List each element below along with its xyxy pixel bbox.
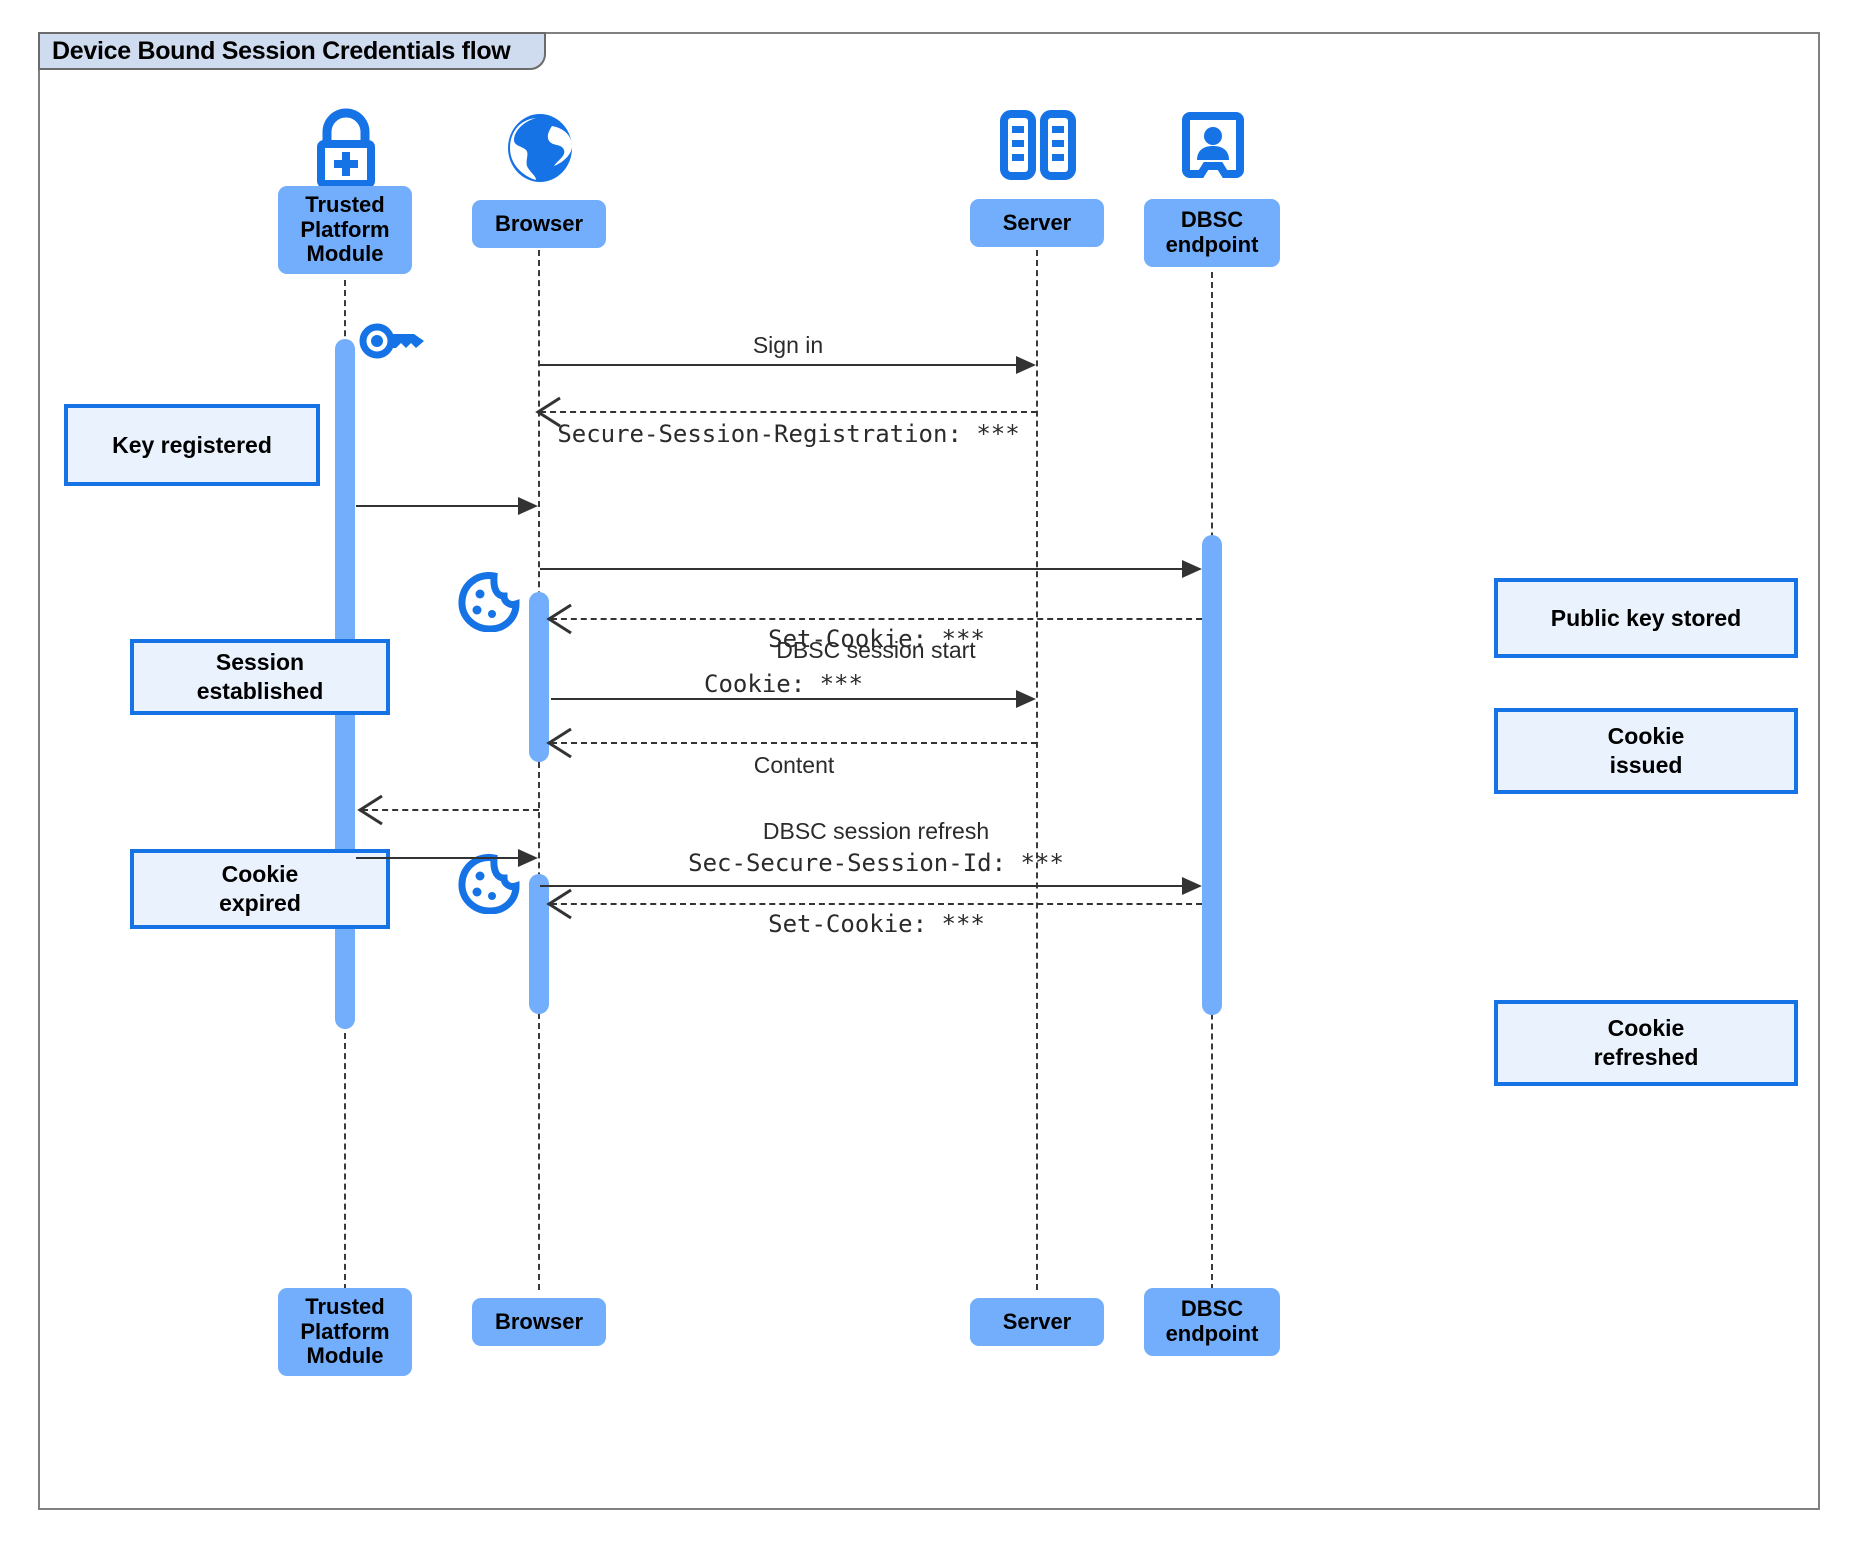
participant-footer-server-label: Server xyxy=(1002,1308,1072,1334)
message-line-content xyxy=(551,742,1037,744)
message-label-dbsc-session-start: DBSC session start xyxy=(776,637,976,663)
participant-server[interactable]: Server xyxy=(970,199,1104,247)
participant-browser-label: Browser xyxy=(494,210,584,236)
message-label-sign-in: Sign in xyxy=(752,332,824,358)
message-line-set-cookie-1 xyxy=(551,618,1202,620)
message-line-dbsc-session-refresh xyxy=(540,885,1200,887)
globe-icon xyxy=(502,112,578,189)
message-label-content: Content xyxy=(753,752,835,778)
arrowhead-browser-to-tpm xyxy=(357,794,383,826)
message-label-sec-secure-session-id: Sec-Secure-Session-Id: *** xyxy=(688,849,1064,877)
message-line-cookie xyxy=(551,698,1016,700)
key-icon xyxy=(358,320,430,367)
arrowhead-cookie xyxy=(1016,690,1036,708)
message-label-cookie: Cookie: *** xyxy=(704,670,863,698)
message-line-tpm-to-browser xyxy=(356,505,522,507)
participant-browser[interactable]: Browser xyxy=(472,200,606,248)
message-label-set-cookie-2: Set-Cookie: *** xyxy=(768,910,985,938)
note-public-key-stored-label: Public key stored xyxy=(1550,604,1742,631)
note-key-registered-label: Key registered xyxy=(112,431,272,458)
activation-bar-browser-2 xyxy=(529,874,549,1014)
diagram-title: Device Bound Session Credentials flow xyxy=(38,32,547,70)
participant-footer-browser[interactable]: Browser xyxy=(472,1298,606,1346)
message-line-set-cookie-2 xyxy=(551,903,1202,905)
note-key-registered: Key registered xyxy=(64,404,320,486)
lifeline-server xyxy=(1036,250,1038,1290)
cookie-icon xyxy=(458,854,520,919)
arrowhead-secure-session-registration xyxy=(535,396,561,428)
arrowhead-set-cookie-1 xyxy=(546,603,572,635)
arrowhead-set-cookie-2 xyxy=(546,888,572,920)
server-racks-icon xyxy=(998,110,1078,187)
participant-server-label: Server xyxy=(1002,209,1072,235)
message-label-secure-session-registration: Secure-Session-Registration: *** xyxy=(557,420,1020,448)
participant-footer-browser-label: Browser xyxy=(494,1308,584,1334)
participant-footer-server[interactable]: Server xyxy=(970,1298,1104,1346)
arrowhead-dbsc-session-start xyxy=(1182,560,1202,578)
activation-bar-browser-1 xyxy=(529,592,549,762)
arrowhead-tpm-to-browser xyxy=(518,497,538,515)
arrowhead-content xyxy=(546,727,572,759)
message-line-secure-session-registration xyxy=(540,411,1037,413)
id-badge-icon xyxy=(1182,112,1244,187)
message-line-tpm-refresh xyxy=(356,857,522,859)
activation-bar-dbsc xyxy=(1202,535,1222,1015)
arrowhead-tpm-refresh xyxy=(518,849,538,867)
note-public-key-stored: Public key stored xyxy=(1494,578,1798,658)
lock-plus-icon xyxy=(305,108,387,193)
arrowhead-dbsc-session-refresh xyxy=(1182,877,1202,895)
arrowhead-sign-in xyxy=(1016,356,1036,374)
lifeline-browser xyxy=(538,250,540,1290)
cookie-icon xyxy=(458,572,520,637)
message-line-browser-to-tpm xyxy=(362,809,539,811)
message-label-dbsc-session-refresh: DBSC session refresh xyxy=(762,818,990,844)
message-line-dbsc-session-start xyxy=(540,568,1200,570)
message-line-sign-in xyxy=(540,364,1016,366)
message-label-set-cookie-1: Set-Cookie: *** xyxy=(768,625,985,653)
